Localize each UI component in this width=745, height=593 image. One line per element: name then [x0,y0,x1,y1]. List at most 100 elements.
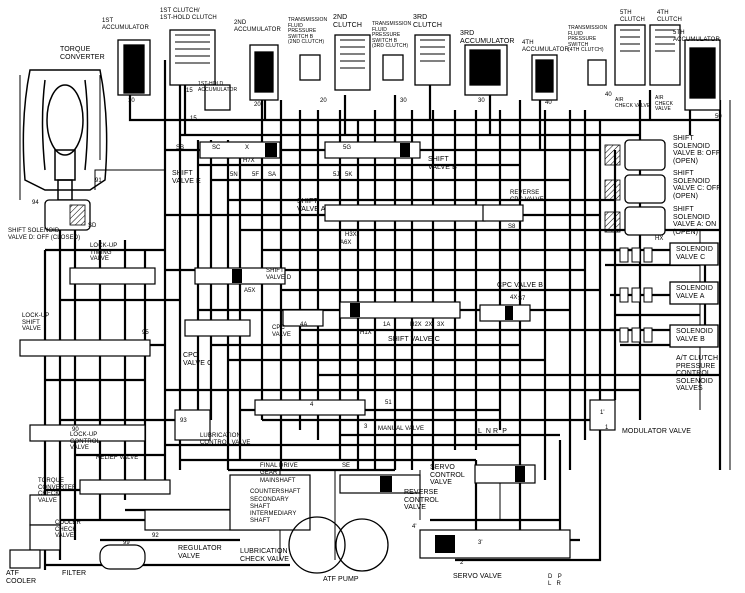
cpc-spool [282,309,324,327]
label-1st-clutch: 1ST CLUTCH/ 1ST-HOLD CLUTCH [160,8,217,21]
modulator-body [589,399,616,431]
code-5f: 5F [252,172,260,178]
label-4th-clutch: 4TH CLUTCH [657,10,682,23]
label-1st-accumulator: 1ST ACCUMULATOR [102,18,149,31]
label-2nd-clutch: 2ND CLUTCH [333,14,362,29]
pressure-switch-3rd [382,54,404,81]
label-reverse-cpc-valve: REVERSE CPC VALVE [510,190,544,203]
shift-solenoid-a-body [624,206,666,236]
code-2prime: 2' [460,560,465,566]
shift-solenoid-b-body [624,139,666,171]
label-manual-valve: MANUAL VALVE [378,426,425,432]
clutch-4th-body [649,24,681,86]
port-40b: 40 [605,92,612,98]
code-5j: 5J [333,172,340,178]
port-20b: 20 [320,98,327,104]
code-3prime: 3' [478,540,483,546]
label-mainshaft: MAINSHAFT [260,478,296,484]
label-lnrp: L N R P [478,428,508,435]
port-20a: 20 [254,102,261,108]
code-5g: 5G [343,145,352,151]
manual-valve-spool [254,399,366,416]
shift-valve-b-spool [324,141,421,159]
label-air-check-valve-1: AIR CHECK VALVE [615,97,651,109]
code-se: SE [342,463,351,469]
atf-cooler-body [9,549,41,569]
port-4: 4 [310,402,314,408]
label-reverse-control-valve: REVERSE CONTROL VALVE [404,489,439,511]
pressure-switch-2nd [299,54,321,81]
clutch-5th-body [614,24,646,86]
code-1prime: 1' [600,410,605,416]
code-sb-1: SB [176,145,185,151]
port-91: 91 [95,178,102,184]
port-92: 92 [152,533,159,539]
label-cpc-valve-b: CPC VALVE B [497,282,543,289]
pressure-switch-4th [587,59,607,86]
label-modulator-valve: MODULATOR VALVE [622,428,692,435]
label-torque-converter: TORQUE CONVERTER [60,46,105,61]
cooler-check-body [29,524,61,551]
shaft-block [229,474,311,531]
port-94: 94 [32,200,39,206]
port-51: 51 [385,400,392,406]
label-lock-up-control-valve: LOCK-UP CONTROL VALVE [70,432,101,451]
label-relief-valve: RELIEF VALVE [96,455,139,461]
label-lock-up-shift-valve: LOCK-UP SHIFT VALVE [22,313,50,332]
label-2nd-accumulator: 2ND ACCUMULATOR [234,20,281,33]
code-1a: 1A [383,322,391,328]
label-lubrication-control-valve: LUBRICATION CONTROL VALVE [200,433,251,446]
label-at-clutch-solenoid-valves: A/T CLUTCH PRESSURE CONTROL SOLENOID VAL… [676,355,719,392]
port-15b: 15 [190,116,197,122]
label-final-drive-gear: FINAL DRIVE GEAR [260,463,298,476]
code-5k: 5K [345,172,353,178]
port-95: 95 [142,330,149,336]
label-tfp-switch-3rd: TRANSMISSION FLUID PRESSURE SWITCH B (3R… [372,21,412,49]
label-solenoid-valve-b: SOLENOID VALVE B [676,328,713,343]
port-15a: 15 [186,88,193,94]
shift-valve-c-spool [339,301,461,319]
label-tfp-switch-4th: TRANSMISSION FLUID PRESSURE SWITCH (4TH … [568,25,608,53]
label-shift-solenoid-b: SHIFT SOLENOID VALVE B: OFF (OPEN) [673,135,721,165]
label-5th-accumulator: 5TH ACCUMULATOR [673,30,720,43]
code-h2x: H2X [410,322,422,328]
relief-spool [79,479,171,495]
code-2x: 2X [425,322,433,328]
code-hx: HX [655,236,664,242]
clutch-1st-body [169,29,216,86]
code-4a: 4A [300,322,308,328]
code-h3x: H3X [345,232,357,238]
lockup-shift-spool [19,339,151,357]
clutch-3rd-body [414,34,451,86]
port-99: 99 [123,540,130,546]
label-solenoid-valve-a: SOLENOID VALVE A [676,285,713,300]
label-shift-valve-d: SHIFT VALVE D [266,268,292,281]
label-shift-valve-e: SHIFT VALVE E [172,170,201,185]
label-cpc-valve: CPC VALVE [272,325,291,338]
port-30b: 30 [478,98,485,104]
port-1: 1 [605,425,609,431]
label-4th-accumulator: 4TH ACCUMULATOR [522,40,569,53]
label-shift-valve-b: SHIFT VALVE B [428,156,457,171]
label-3rd-clutch: 3RD CLUTCH [413,14,442,29]
lub-control-body [174,409,211,441]
lockup-timing-spool [69,267,156,285]
shift-solenoid-c-body [624,174,666,204]
label-cooler-check-valve: COOLER CHECK VALVE [55,520,81,539]
label-atf-cooler: ATF COOLER [6,570,37,585]
label-solenoid-valve-c: SOLENOID VALVE C [676,246,713,261]
label-filter: FILTER [62,570,87,577]
code-sc-1: SC [212,145,221,151]
servo-control-spool [474,464,536,484]
code-sd-1: SD [88,223,97,229]
port-30a: 30 [400,98,407,104]
label-lubrication-check-valve: LUBRICATION CHECK VALVE [240,548,290,563]
reverse-cpc-spool [482,204,524,222]
label-intermediary-shaft: INTERMEDIARY SHAFT [250,511,297,524]
label-servo-control-valve: SERVO CONTROL VALVE [430,464,465,486]
label-3rd-accumulator: 3RD ACCUMULATOR [460,30,515,45]
code-a6x: A6X [340,240,352,246]
port-40a: 40 [545,100,552,106]
code-h1x: H1X [360,330,372,336]
